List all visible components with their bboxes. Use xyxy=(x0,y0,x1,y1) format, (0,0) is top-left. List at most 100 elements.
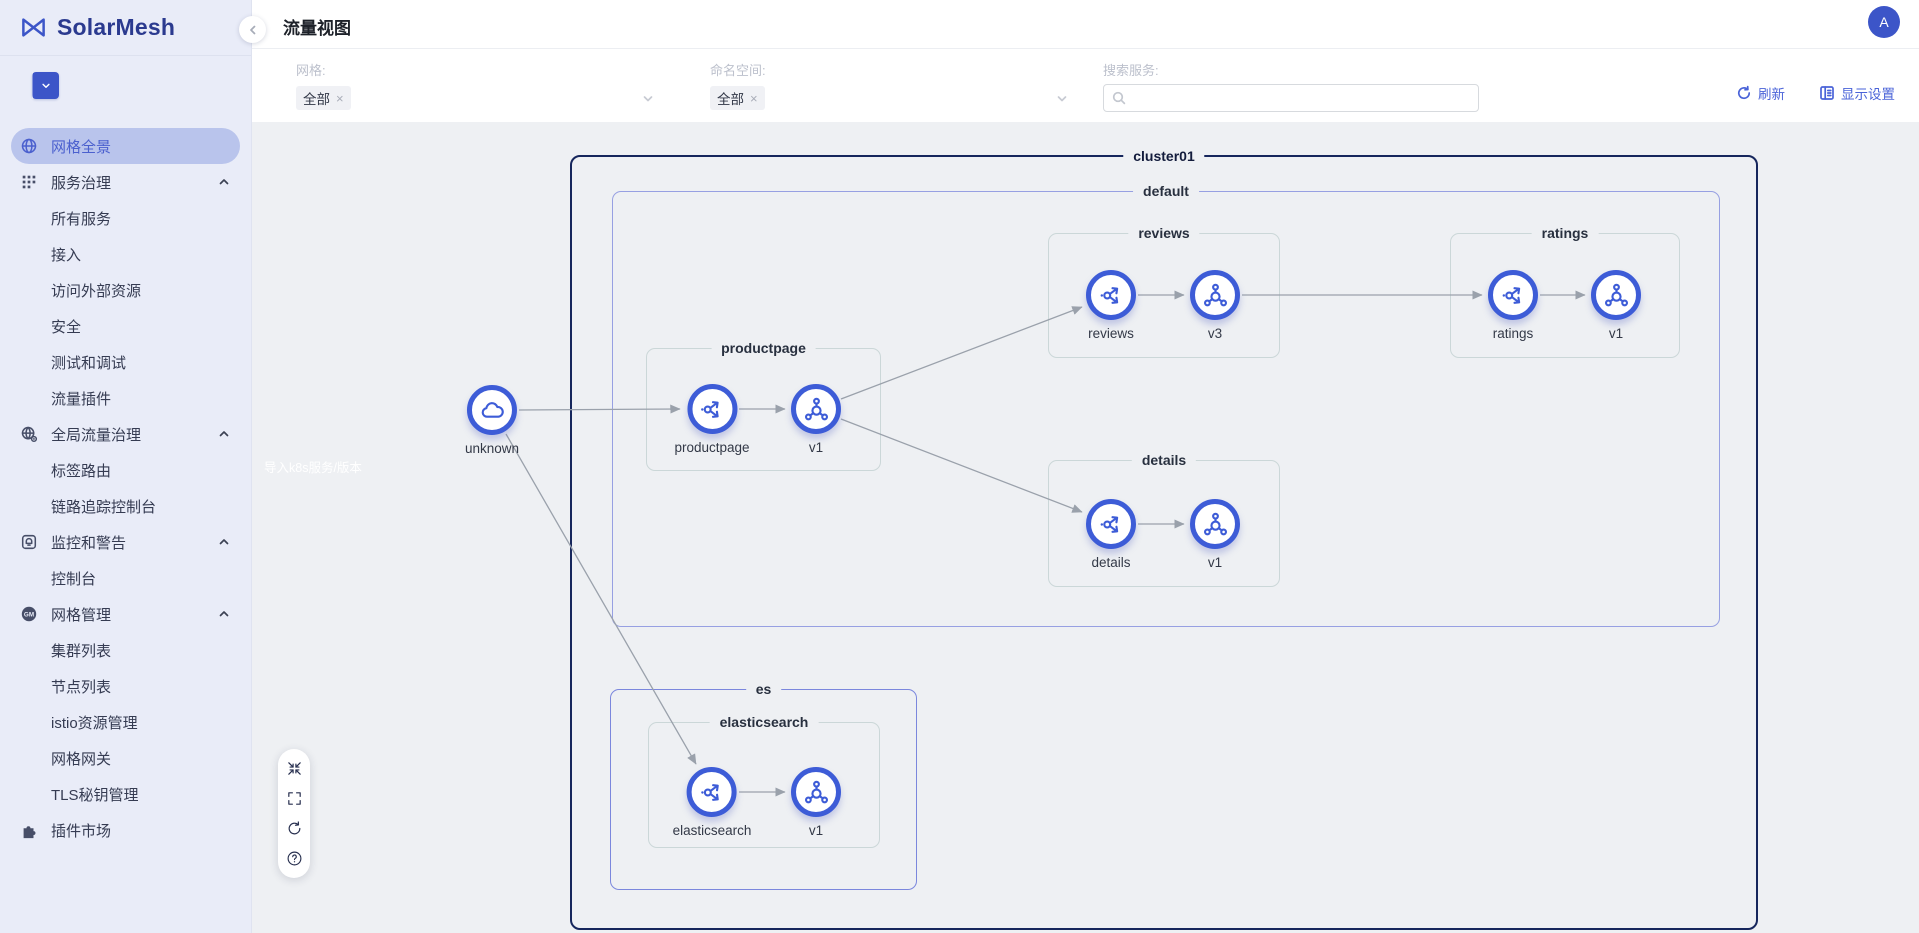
tag-label: 全部 xyxy=(303,92,330,107)
sidebar-item-tls-secrets[interactable]: TLS秘钥管理 xyxy=(0,776,251,812)
sidebar-item-label: 访问外部资源 xyxy=(51,282,142,300)
node-productpage-service[interactable]: productpage xyxy=(674,384,750,455)
sidebar-item-label: 节点列表 xyxy=(51,678,112,696)
node-elasticsearch-service[interactable]: elasticsearch xyxy=(672,767,752,838)
refresh-label: 刷新 xyxy=(1758,87,1785,102)
import-k8s-button[interactable]: 导入k8s服务/版本 xyxy=(32,72,362,475)
sidebar-item-istio-resources[interactable]: istio资源管理 xyxy=(0,704,251,740)
sidebar-item-label: 全局流量治理 xyxy=(51,426,142,444)
app-box-label: ratings xyxy=(1531,224,1599,243)
sidebar-collapse-button[interactable] xyxy=(239,16,266,43)
sidebar-item-all-services[interactable]: 所有服务 xyxy=(0,200,251,236)
node-reviews-service[interactable]: reviews xyxy=(1086,270,1136,341)
sidebar-group-monitoring-alerting[interactable]: 监控和警告 xyxy=(0,524,251,560)
refresh-icon xyxy=(1737,85,1751,100)
sidebar-group-global-traffic[interactable]: 全局流量治理 xyxy=(0,416,251,452)
chevron-down-icon xyxy=(643,96,653,102)
sidebar-group-mesh-management[interactable]: GM 网格管理 xyxy=(0,596,251,632)
sidebar-item-mesh-overview[interactable]: 网格全景 xyxy=(11,128,240,164)
filter-actions: 刷新 显示设置 xyxy=(1736,82,1895,104)
plugin-market-icon xyxy=(23,826,36,839)
namespace-select[interactable]: 全部 × xyxy=(710,85,1090,111)
chevron-up-icon xyxy=(219,179,229,185)
chevron-up-icon xyxy=(219,611,229,617)
global-traffic-icon xyxy=(21,426,38,443)
node-label: elasticsearch xyxy=(672,823,752,838)
sidebar-item-label: 链路追踪控制台 xyxy=(51,498,157,516)
app-box-label: reviews xyxy=(1128,224,1200,243)
node-label: v1 xyxy=(808,440,824,455)
sidebar-item-console[interactable]: 控制台 xyxy=(0,560,251,596)
sidebar-item-label: 接入 xyxy=(51,246,82,264)
import-k8s-button-label: 导入k8s服务/版本 xyxy=(264,461,362,475)
namespace-selected-tag: 全部 × xyxy=(710,86,765,110)
node-details-v1[interactable]: v1 xyxy=(1190,499,1240,570)
tag-label: 全部 xyxy=(717,92,744,107)
help-icon[interactable] xyxy=(286,850,303,867)
node-elasticsearch-v1[interactable]: v1 xyxy=(791,767,841,838)
node-ratings-v1[interactable]: v1 xyxy=(1591,270,1641,341)
sidebar-item-test-debug[interactable]: 测试和调试 xyxy=(0,344,251,380)
avatar[interactable]: A xyxy=(1868,6,1900,38)
node-productpage-v1[interactable]: v1 xyxy=(791,384,841,455)
app-box-details: details xyxy=(1048,451,1280,587)
sidebar-item-access[interactable]: 接入 xyxy=(0,236,251,272)
mesh-select[interactable]: 全部 × xyxy=(296,85,676,111)
sidebar-item-label: 插件市场 xyxy=(51,822,112,840)
namespace-filter: 命名空间: 全部 × xyxy=(710,49,1090,122)
sidebar-item-cluster-list[interactable]: 集群列表 xyxy=(0,632,251,668)
sidebar-item-traffic-plugins[interactable]: 流量插件 xyxy=(0,380,251,416)
sidebar-item-node-list[interactable]: 节点列表 xyxy=(0,668,251,704)
sidebar-item-mesh-gateway[interactable]: 网格网关 xyxy=(0,740,251,776)
sidebar-menu: 网格全景 服务治理 所有服务 接入 访问外部资源 安全 测试和调试 流量插件 全… xyxy=(0,128,251,848)
node-label: v3 xyxy=(1207,326,1223,341)
node-label: v1 xyxy=(808,823,824,838)
node-details-service[interactable]: details xyxy=(1086,499,1136,570)
reload-icon[interactable] xyxy=(286,820,303,837)
sidebar-item-label-routing[interactable]: 标签路由 xyxy=(0,452,251,488)
search-input[interactable] xyxy=(1103,84,1479,112)
sidebar-item-tracing-console[interactable]: 链路追踪控制台 xyxy=(0,488,251,524)
tag-close-icon[interactable]: × xyxy=(750,90,758,106)
traffic-graph-canvas[interactable]: cluster01 default es productpage reviews… xyxy=(252,122,1919,933)
node-label: ratings xyxy=(1492,326,1534,341)
display-settings-button[interactable]: 显示设置 xyxy=(1819,83,1895,103)
chevron-down-icon xyxy=(1057,96,1067,102)
compress-icon[interactable] xyxy=(286,760,303,777)
display-settings-icon xyxy=(1820,86,1834,100)
namespace-label: default xyxy=(1133,182,1199,201)
logo: SolarMesh xyxy=(0,0,251,56)
chevron-up-icon xyxy=(219,539,229,545)
fullscreen-icon[interactable] xyxy=(286,790,303,807)
app-box-label: productpage xyxy=(711,339,816,358)
mesh-filter: 网格: 全部 × xyxy=(296,49,676,122)
svg-text:GM: GM xyxy=(24,612,34,619)
sidebar-item-label: 控制台 xyxy=(51,570,97,588)
canvas-toolbar xyxy=(278,749,310,878)
button-separator xyxy=(32,72,33,99)
node-ratings-service[interactable]: ratings xyxy=(1488,270,1538,341)
sidebar-group-service-governance[interactable]: 服务治理 xyxy=(0,164,251,200)
namespace-box-default: default xyxy=(612,182,1720,627)
app-box-label: details xyxy=(1131,451,1197,470)
globe-icon xyxy=(21,138,37,154)
sidebar-item-plugin-market[interactable]: 插件市场 xyxy=(0,812,251,848)
sidebar-item-label: 安全 xyxy=(51,318,82,336)
service-search: 搜索服务: xyxy=(1103,49,1481,122)
display-settings-label: 显示设置 xyxy=(1841,87,1895,102)
sidebar-item-label: 网格网关 xyxy=(51,750,112,768)
sidebar-item-label: 流量插件 xyxy=(51,390,112,408)
sidebar-item-security[interactable]: 安全 xyxy=(0,308,251,344)
refresh-button[interactable]: 刷新 xyxy=(1736,83,1785,103)
node-reviews-v3[interactable]: v3 xyxy=(1190,270,1240,341)
sidebar-item-label: TLS秘钥管理 xyxy=(51,786,139,804)
mesh-filter-label: 网格: xyxy=(296,63,326,78)
app-box-label: elasticsearch xyxy=(709,713,819,732)
app-name: SolarMesh xyxy=(57,14,176,40)
sidebar: SolarMesh 导入k8s服务/版本 网格全景 服务治理 所有服务 接入 访… xyxy=(0,0,362,933)
sidebar-item-external-resources[interactable]: 访问外部资源 xyxy=(0,272,251,308)
sidebar-item-label: 标签路由 xyxy=(51,462,112,480)
chevron-down-icon[interactable] xyxy=(33,72,59,99)
tag-close-icon[interactable]: × xyxy=(336,90,344,106)
mesh-selected-tag: 全部 × xyxy=(296,86,351,110)
